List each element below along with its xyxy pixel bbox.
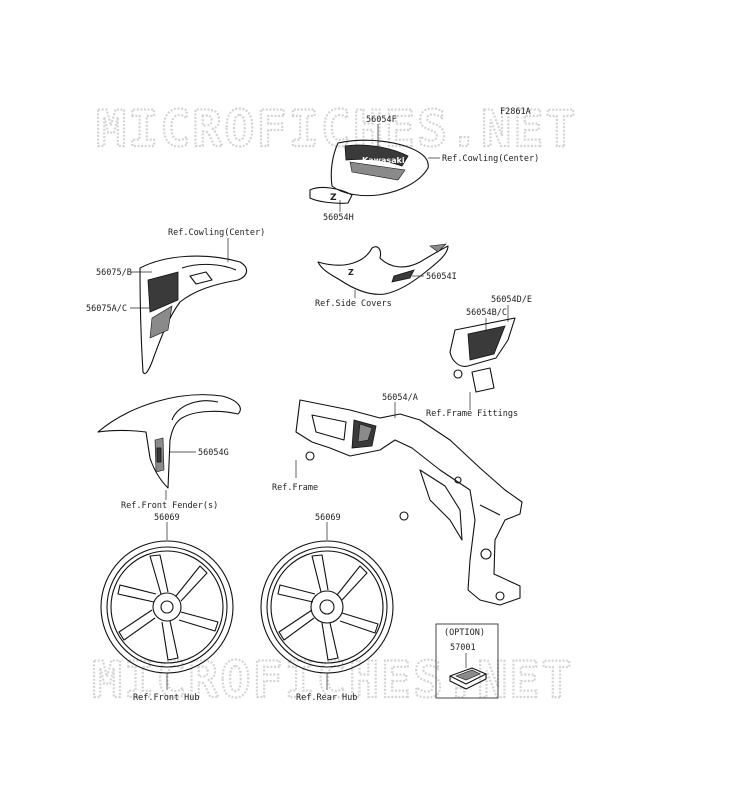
ref-frame-fittings[interactable]: Ref.Frame Fittings bbox=[426, 409, 518, 419]
ref-front-hub[interactable]: Ref.Front Hub bbox=[133, 693, 200, 703]
part-number-56054DE[interactable]: 56054D/E bbox=[491, 295, 532, 305]
ref-rear-hub[interactable]: Ref.Rear Hub bbox=[296, 693, 357, 703]
part-number-56054I[interactable]: 56054I bbox=[426, 272, 457, 282]
option-part[interactable] bbox=[449, 667, 487, 690]
option-label: (OPTION) bbox=[444, 628, 485, 638]
part-number-57001[interactable]: 57001 bbox=[450, 643, 476, 653]
part-number-56075AC[interactable]: 56075A/C bbox=[86, 304, 127, 314]
front-fender-part[interactable] bbox=[97, 394, 241, 489]
ref-cowling-center-top[interactable]: Ref.Cowling(Center) bbox=[442, 154, 539, 164]
frame-part[interactable] bbox=[295, 399, 523, 606]
figure-code: F2861A bbox=[500, 107, 531, 117]
ref-front-fender[interactable]: Ref.Front Fender(s) bbox=[121, 501, 218, 511]
part-number-56054F[interactable]: 56054F bbox=[366, 115, 397, 125]
part-number-56054A[interactable]: 56054/A bbox=[382, 393, 418, 403]
part-number-56054BC[interactable]: 56054B/C bbox=[466, 308, 507, 318]
front-wheel-part[interactable] bbox=[100, 540, 234, 674]
rear-wheel-part[interactable] bbox=[260, 540, 394, 674]
part-number-56069-rear[interactable]: 56069 bbox=[315, 513, 341, 523]
ref-frame[interactable]: Ref.Frame bbox=[272, 483, 318, 493]
watermark-bottom: MICROFICHES.NET bbox=[92, 651, 574, 709]
part-number-56075B[interactable]: 56075/B bbox=[96, 268, 132, 278]
part-number-56054G[interactable]: 56054G bbox=[198, 448, 229, 458]
ref-cowling-center-left[interactable]: Ref.Cowling(Center) bbox=[168, 228, 265, 238]
upper-cowl-part[interactable]: Kawasaki Z bbox=[309, 139, 429, 204]
part-number-56069-front[interactable]: 56069 bbox=[154, 513, 180, 523]
z-decal-small: Z bbox=[348, 268, 354, 277]
option-box bbox=[435, 623, 499, 699]
side-cowl-part[interactable] bbox=[139, 255, 248, 375]
ref-side-covers[interactable]: Ref.Side Covers bbox=[315, 299, 392, 309]
part-number-56054H[interactable]: 56054H bbox=[323, 213, 354, 223]
frame-fitting-part[interactable] bbox=[449, 317, 516, 393]
brand-decal-text: Kawasaki bbox=[362, 156, 405, 165]
side-cover-part[interactable]: Z bbox=[317, 243, 449, 295]
z-decal-text: Z bbox=[330, 193, 337, 203]
